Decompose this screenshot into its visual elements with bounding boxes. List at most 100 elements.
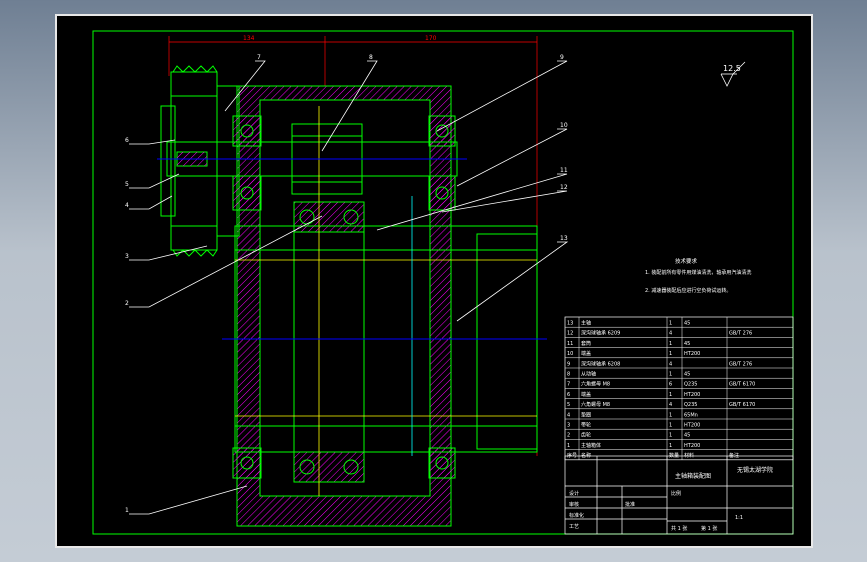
- bom-cell-name: 从动轴: [581, 371, 596, 378]
- bom-cell-qty: 1: [669, 341, 672, 347]
- sheet-number: 第 1 张: [701, 525, 717, 532]
- bom-cell-no: 4: [567, 412, 570, 418]
- callout-11: 11: [560, 167, 568, 174]
- bom-cell-no: 13: [567, 321, 573, 327]
- bom-header-qty: 数量: [669, 452, 679, 459]
- yellow-lines: [235, 106, 537, 496]
- bom-cell-material: HT200: [684, 392, 700, 398]
- bom-cell-remark: GB/T 6170: [729, 402, 755, 408]
- bom-cell-qty: 1: [669, 423, 672, 429]
- callout-8: 8: [369, 54, 373, 61]
- callout-13: 13: [560, 235, 568, 242]
- bom-cell-material: Q235: [684, 382, 697, 388]
- bom-cell-no: 10: [567, 351, 573, 357]
- callout-3: 3: [125, 253, 129, 260]
- bom-cell-material: Q235: [684, 402, 697, 408]
- callout-2: 2: [125, 300, 129, 307]
- bom-cell-no: 9: [567, 361, 570, 367]
- bom-cell-name: 六角螺母 M8: [581, 401, 610, 408]
- bom-cell-name: 垫圈: [581, 411, 591, 418]
- bom-cell-no: 12: [567, 331, 573, 337]
- bom-cell-material: 45: [684, 321, 690, 327]
- notes-line-1: 1. 装配前所有零件用煤油清洗，轴承用汽油清洗: [645, 269, 751, 276]
- scale-value: 1:1: [735, 515, 743, 521]
- bom-cell-qty: 1: [669, 412, 672, 418]
- bom-cell-name: 主轴箱体: [581, 442, 601, 449]
- bom-cell-no: 6: [567, 392, 570, 398]
- bom-cell-no: 1: [567, 443, 570, 449]
- bom-cell-qty: 1: [669, 321, 672, 327]
- label-check: 审核: [569, 501, 579, 508]
- bearings: [232, 115, 456, 483]
- bom-cell-remark: GB/T 276: [729, 331, 752, 337]
- label-design: 设计: [569, 490, 579, 497]
- callout-6: 6: [125, 137, 129, 144]
- bom-cell-no: 3: [567, 423, 570, 429]
- label-process: 工艺: [569, 524, 579, 530]
- bom-cell-remark: GB/T 6170: [729, 382, 755, 388]
- bom-cell-qty: 6: [669, 382, 672, 388]
- bom-cell-name: 六角螺母 M8: [581, 381, 610, 388]
- bom-cell-qty: 1: [669, 433, 672, 439]
- bom-cell-no: 11: [567, 341, 573, 347]
- assembly-drawing: 134 170 264: [92, 30, 794, 535]
- bom-cell-name: 端盖: [581, 350, 591, 357]
- label-standard: 标准化: [569, 512, 584, 519]
- bom-header-material: 材料: [684, 452, 694, 459]
- drawing-frame: [92, 30, 794, 535]
- bearing-balls: [240, 124, 449, 475]
- callout-10: 10: [560, 122, 568, 129]
- bom-cell-material: 45: [684, 433, 690, 439]
- callout-7: 7: [257, 54, 261, 61]
- bom-cell-no: 2: [567, 433, 570, 439]
- dimension-top-left: 134: [243, 35, 255, 42]
- bom-header-name: 名称: [581, 452, 591, 459]
- bom-cell-qty: 4: [669, 402, 672, 408]
- callout-9: 9: [560, 54, 564, 61]
- bom-cell-name: 齿轮: [581, 432, 591, 439]
- label-approve: 批准: [625, 501, 635, 508]
- dimension-top-right: 170: [425, 35, 437, 42]
- bom-cell-qty: 1: [669, 443, 672, 449]
- bom-cell-name: 带轮: [581, 422, 591, 429]
- surface-finish-value: 12.5: [723, 64, 741, 73]
- bom-cell-material: 45: [684, 372, 690, 378]
- centerlines: [157, 158, 547, 340]
- bom-cell-no: 7: [567, 382, 570, 388]
- label-scale: 比例: [671, 490, 681, 497]
- bom-cell-qty: 4: [669, 331, 672, 337]
- callout-leaders: [129, 60, 569, 515]
- callout-4: 4: [125, 202, 129, 209]
- bom-cell-no: 8: [567, 372, 570, 378]
- bom-cell-qty: 1: [669, 372, 672, 378]
- callout-numbers: 1 2 3 4 5 6 7 8 9 10 11 12 13: [125, 54, 568, 514]
- bom-header-remark: 备注: [729, 452, 739, 459]
- bom-cell-name: 端盖: [581, 391, 591, 398]
- bom-cell-name: 主轴: [581, 320, 591, 327]
- notes-line-2: 2. 减速器装配后应进行空负荷试运转。: [645, 287, 731, 294]
- bom-cell-name: 深沟球轴承 6208: [581, 360, 620, 367]
- bom-header-no: 序号: [567, 452, 577, 459]
- pulley: [160, 65, 240, 257]
- bom-cell-material: 45: [684, 341, 690, 347]
- bom-cell-qty: 1: [669, 392, 672, 398]
- bom-cell-name: 深沟球轴承 6209: [581, 330, 620, 337]
- cad-viewport[interactable]: 134 170 264: [55, 14, 813, 548]
- bom-cell-material: 65Mn: [684, 412, 698, 418]
- bom-cell-material: HT200: [684, 351, 700, 357]
- bom-cell-remark: GB/T 276: [729, 361, 752, 367]
- bom-cell-material: HT200: [684, 423, 700, 429]
- bom-cell-qty: 1: [669, 351, 672, 357]
- bom-cell-name: 套筒: [581, 340, 591, 347]
- surface-finish-symbol: [720, 61, 746, 87]
- title-block: [564, 455, 794, 535]
- school-name: 无锡太湖学院: [737, 466, 773, 474]
- notes-title: 技术要求: [675, 257, 698, 265]
- drawing-title: 主轴箱装配图: [675, 472, 711, 480]
- sheet-total: 共 1 张: [671, 525, 687, 532]
- bom-cell-no: 5: [567, 402, 570, 408]
- callout-5: 5: [125, 181, 129, 188]
- bom-cell-material: HT200: [684, 443, 700, 449]
- bom-cell-qty: 4: [669, 361, 672, 367]
